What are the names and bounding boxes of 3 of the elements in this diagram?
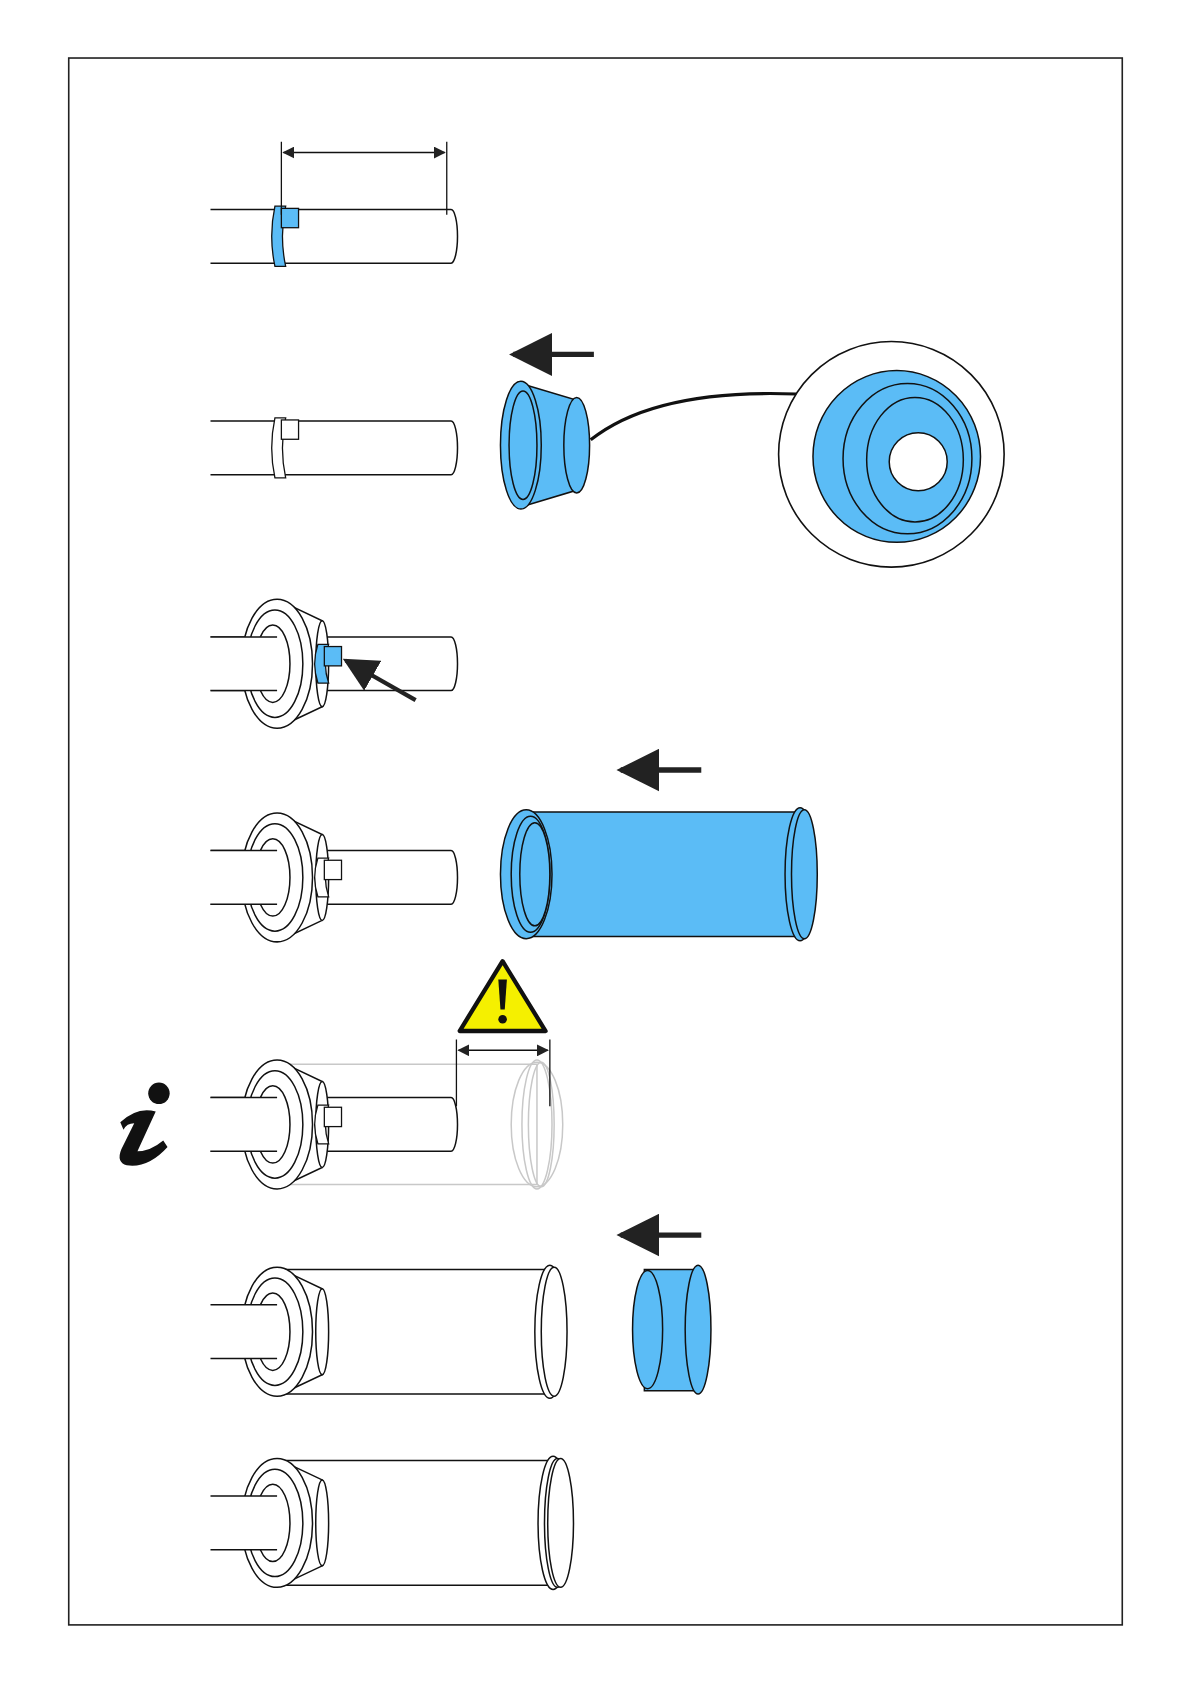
detail-magnifier-drawing: [777, 340, 1005, 568]
cap-drawing: [499, 380, 591, 510]
leader-line: [589, 391, 797, 442]
